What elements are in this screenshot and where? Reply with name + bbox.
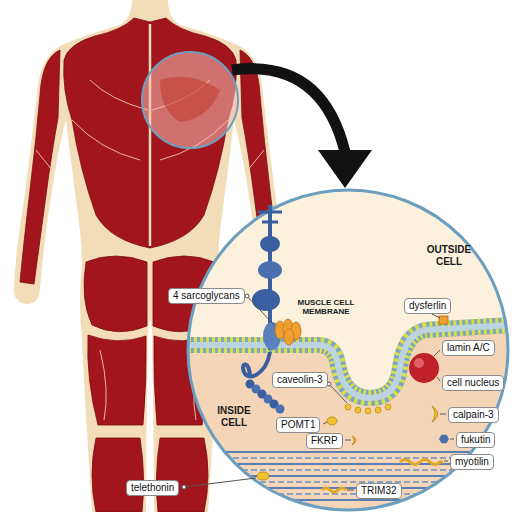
protein-name: calpain-3 (453, 409, 494, 421)
protein-name: cell nucleus (447, 377, 499, 389)
protein-label: TRIM32 (356, 483, 402, 499)
protein-name: fukutin (461, 434, 490, 446)
protein-name: myotilin (455, 456, 489, 468)
calpain-shape (432, 406, 438, 422)
pomt1-shape (327, 417, 337, 425)
protein-name: 4 sarcoglycans (173, 290, 240, 302)
protein-label: myotilin (450, 454, 494, 470)
region-label: MUSCLE CELL MEMBRANE (294, 298, 358, 316)
protein-label: caveolin-3 (272, 372, 328, 388)
trim32-shape (322, 488, 346, 492)
nucleus (409, 353, 439, 383)
dysferlin-shape (439, 316, 448, 324)
protein-name: telethonin (131, 482, 174, 494)
protein-label: POMT1 (276, 417, 320, 433)
protein-label: telethonin (126, 480, 179, 496)
region-label: INSIDE CELL (212, 405, 256, 428)
protein-name: lamin A/C (447, 342, 490, 354)
protein-label: 4 sarcoglycans (168, 288, 245, 304)
shoulder-magnifier (142, 52, 238, 148)
leader-lines (182, 294, 454, 490)
telethonin-shape (257, 472, 269, 480)
sarcoglycans (275, 319, 301, 345)
region-label: OUTSIDE CELL (420, 244, 478, 267)
fukutin-shape (439, 435, 449, 444)
protein-label: cell nucleus (442, 375, 504, 391)
cell-zoom (188, 190, 512, 512)
protein-name: POMT1 (281, 419, 315, 431)
protein-label: calpain-3 (448, 407, 499, 423)
protein-name: caveolin-3 (277, 374, 323, 386)
protein-name: dysferlin (409, 300, 446, 312)
protein-name: TRIM32 (361, 485, 397, 497)
protein-label: dysferlin (404, 298, 451, 314)
myotilin-shape (400, 460, 443, 465)
caveolin (345, 404, 391, 414)
protein-label: fukutin (456, 432, 495, 448)
protein-label: lamin A/C (442, 340, 495, 356)
fkrp-shape (352, 436, 356, 445)
protein-name: FKRP (311, 435, 338, 447)
protein-label: FKRP (306, 433, 343, 449)
zoom-arrow (232, 69, 372, 188)
